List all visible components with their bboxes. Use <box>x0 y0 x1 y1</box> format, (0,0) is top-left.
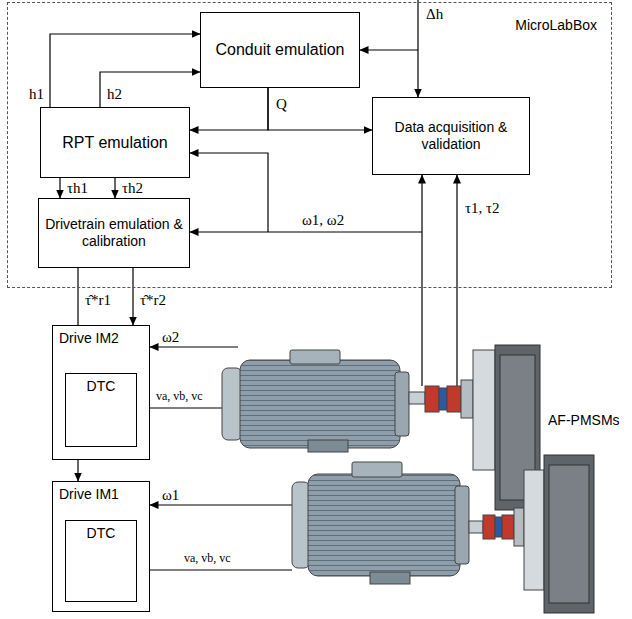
node-label: Conduit emulation <box>216 40 345 59</box>
node-label: Drive IM2 <box>59 330 119 347</box>
signal-label: ω2 <box>160 329 181 346</box>
node-label: Data acquisition & validation <box>379 119 523 153</box>
signal-label: ω1, ω2 <box>300 212 346 229</box>
signal-label: τ̂*r1 <box>83 292 113 309</box>
process-box: Conduit emulation <box>200 12 360 88</box>
signal-label: va, vb, vc <box>182 552 233 566</box>
signal-label: h1 <box>27 86 46 103</box>
af-pmsm <box>524 455 594 613</box>
microlabbox-region: MicroLabBoxConduit emulationRPT emulatio… <box>7 2 612 288</box>
signal-label: va, vb, vc <box>154 390 205 404</box>
signal-label: τ̂*r2 <box>138 292 168 309</box>
region-title: MicroLabBox <box>515 17 597 34</box>
signal-label: Q <box>274 96 289 113</box>
connector <box>268 88 372 130</box>
process-box: Drivetrain emulation & calibration <box>38 198 190 268</box>
connector <box>77 460 78 481</box>
induction-motor <box>292 462 524 584</box>
node-label: Drivetrain emulation & calibration <box>45 216 183 250</box>
node-label: DTC <box>87 378 116 395</box>
dtc-box: DTC <box>65 373 137 447</box>
signal-label: τh1 <box>65 180 90 197</box>
connector <box>77 268 78 325</box>
connector <box>100 72 200 107</box>
part-label: AF-PMSMs <box>546 412 622 428</box>
signal-label: τ1, τ2 <box>463 200 502 217</box>
node-label: RPT emulation <box>62 133 168 152</box>
drive-box: Drive IM2DTC <box>52 325 150 460</box>
process-box: RPT emulation <box>40 107 190 178</box>
connector <box>190 88 268 130</box>
drive-box: Drive IM1DTC <box>52 481 150 612</box>
connector <box>114 178 115 198</box>
node-label: DTC <box>87 525 116 542</box>
connector <box>50 34 200 107</box>
connector <box>132 268 133 325</box>
signal-label: ω1 <box>160 487 181 504</box>
induction-motor <box>222 350 473 452</box>
node-label: Drive IM1 <box>59 486 119 503</box>
signal-label: Δh <box>424 6 445 23</box>
process-box: Data acquisition & validation <box>372 97 530 175</box>
signal-label: τh2 <box>120 180 145 197</box>
connector <box>59 178 60 198</box>
signal-label: h2 <box>105 86 124 103</box>
dtc-box: DTC <box>65 520 137 602</box>
